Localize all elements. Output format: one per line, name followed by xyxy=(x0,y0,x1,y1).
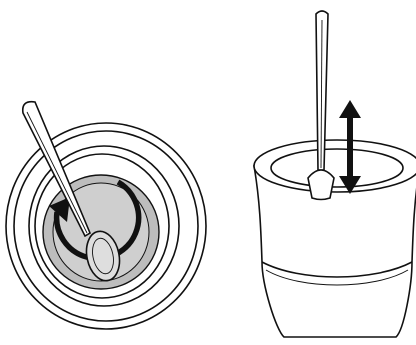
panel-side-view xyxy=(254,11,416,337)
panel-top-view xyxy=(6,102,206,329)
cup-side-view xyxy=(254,140,416,337)
